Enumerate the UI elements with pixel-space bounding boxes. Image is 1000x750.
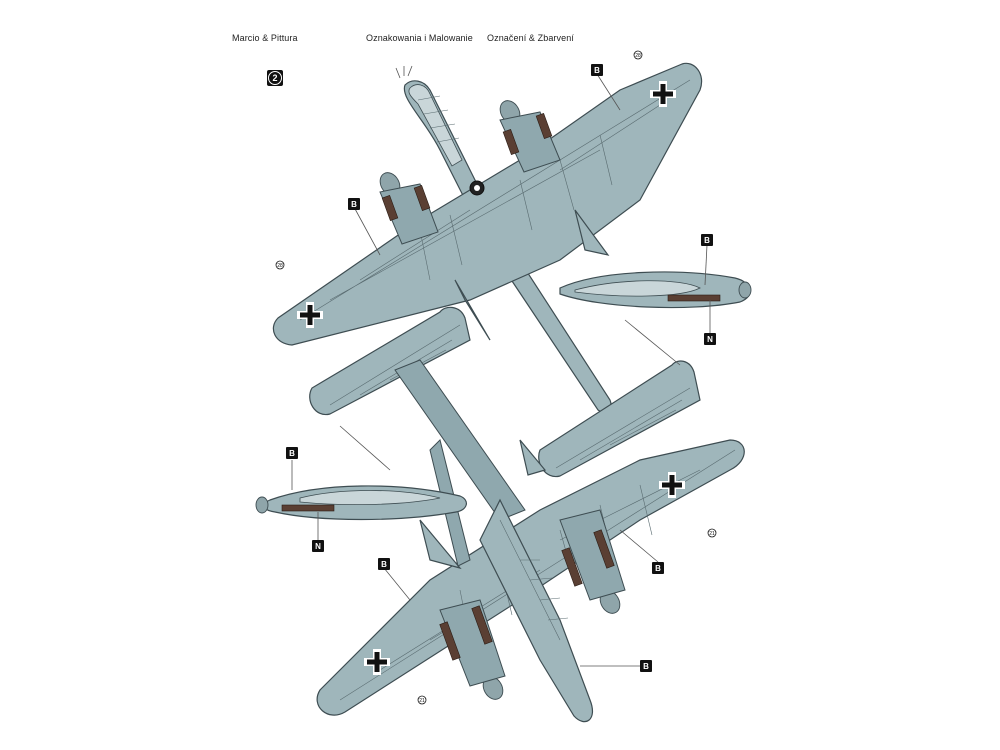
svg-text:N: N (315, 542, 321, 551)
svg-text:B: B (351, 200, 357, 209)
header-left-title: Marcio & Pittura (232, 33, 298, 43)
svg-text:B: B (643, 662, 649, 671)
callout-n-lower-nacelle: N (312, 540, 324, 552)
svg-text:N: N (707, 335, 713, 344)
upper-detached-nacelle (559, 271, 752, 309)
lower-fuselage (479, 498, 594, 723)
svg-text:B: B (655, 564, 661, 573)
lower-view-aircraft: 21 21 (316, 439, 745, 723)
svg-text:28: 28 (277, 263, 283, 269)
callout-b-upper-nacelle: B (701, 234, 713, 246)
callout-b-lower-wing-left: B (378, 558, 390, 570)
callout-b-lower-nacelle: B (286, 447, 298, 459)
callout-b-upper-wing-right: B (591, 64, 603, 76)
upper-main-wing (272, 62, 703, 346)
callout-b-upper-wing-left: B (348, 198, 360, 210)
lower-engine-right (559, 509, 626, 614)
svg-text:21: 21 (419, 698, 425, 704)
upper-engine-right (499, 100, 561, 173)
svg-text:B: B (594, 66, 600, 75)
page-number-badge: 2 (267, 70, 283, 86)
header-middle-title: Oznakowania i Malowanie (366, 33, 473, 43)
svg-text:28: 28 (635, 53, 641, 59)
numbered-circle-icon: 2 (268, 71, 282, 85)
upper-view-aircraft: 28 28 (272, 50, 703, 521)
svg-text:21: 21 (709, 531, 715, 537)
svg-text:B: B (289, 449, 295, 458)
lower-detached-nacelle (255, 485, 467, 521)
lower-engine-left (439, 599, 506, 700)
header-right-title: Označení & Zbarvení (487, 33, 574, 43)
upper-canopy (408, 84, 463, 167)
callout-b-lower-fuselage: B (640, 660, 652, 672)
svg-text:B: B (704, 236, 710, 245)
svg-text:B: B (381, 560, 387, 569)
upper-engine-left (379, 172, 439, 245)
callout-n-upper-nacelle: N (704, 333, 716, 345)
callout-leaders (291, 73, 711, 667)
callout-b-lower-wing-right: B (652, 562, 664, 574)
upper-tailplane (309, 306, 471, 416)
